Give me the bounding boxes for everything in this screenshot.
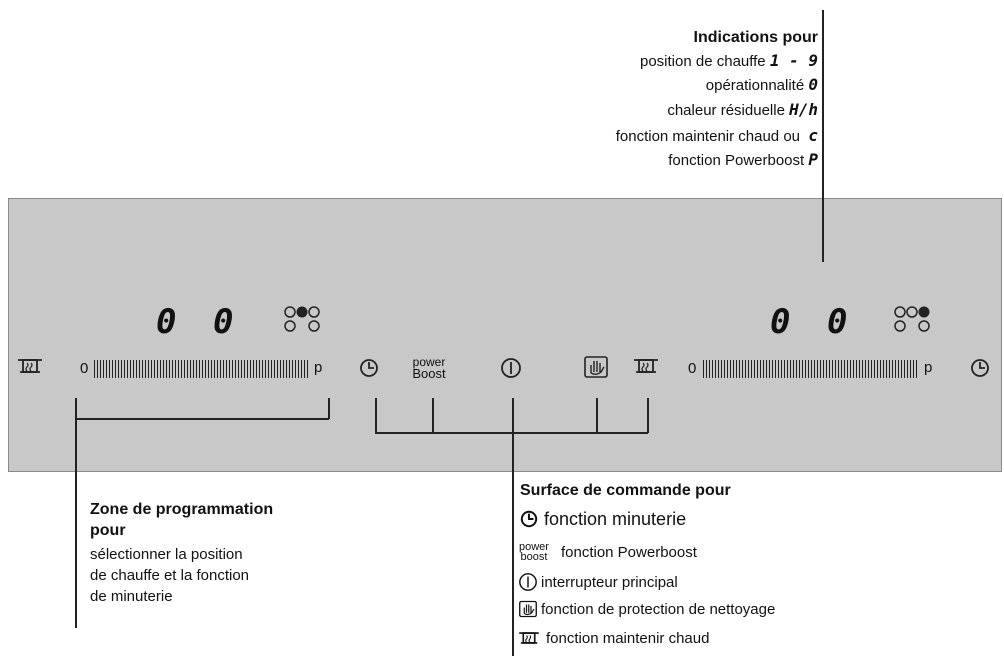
power-label: power <box>412 355 446 369</box>
surface-item-text: fonction maintenir chaud <box>546 629 710 647</box>
power-switch-icon[interactable] <box>500 357 522 379</box>
surface-bracket-tick-5 <box>647 398 649 433</box>
indication-powerboost: fonction Powerboost P <box>668 150 818 169</box>
left-display: 0 0 <box>156 302 242 342</box>
boost-label: Boost <box>412 366 446 381</box>
left-slider[interactable] <box>94 360 310 378</box>
keep-warm-center-icon[interactable] <box>632 355 660 377</box>
indication-keep-warm: fonction maintenir chaud ou c <box>615 126 818 145</box>
indication-glyph: 0 <box>808 75 818 94</box>
surface-item-timer: fonction minuterie <box>520 508 686 530</box>
indication-glyph: H/h <box>789 100 818 119</box>
surface-bracket-tick-4 <box>596 398 598 433</box>
right-slider-max-label: p <box>924 359 933 376</box>
indication-operational: opérationnalité 0 <box>705 75 818 94</box>
surface-item-text: fonction minuterie <box>544 508 687 529</box>
indication-heat-position: position de chauffe 1 - 9 <box>640 51 818 70</box>
indication-glyph: 1 - 9 <box>769 51 818 70</box>
surface-item-text: fonction Powerboost <box>560 543 697 561</box>
control-panel <box>8 198 1002 472</box>
surface-bracket-tick-3 <box>512 398 514 433</box>
surface-bracket-tick-1 <box>375 398 377 433</box>
right-slider[interactable] <box>703 360 919 378</box>
clock-icon <box>520 510 538 528</box>
surface-item-powerboost: power boost fonction Powerboost <box>519 540 697 564</box>
surface-item-text: fonction de protection de nettoyage <box>541 600 776 618</box>
keep-warm-icon <box>519 632 539 644</box>
keep-warm-left-icon[interactable] <box>16 355 44 377</box>
powerboost-icon: power boost <box>519 541 549 563</box>
surface-bracket-horizontal <box>375 432 648 434</box>
powerboost-button[interactable]: power Boost <box>404 356 454 380</box>
left-slider-max-label: p <box>314 359 323 376</box>
left-slider-min-label: 0 <box>80 360 89 377</box>
wipe-protection-icon[interactable] <box>583 355 609 379</box>
surface-bracket-stem <box>512 432 514 656</box>
indications-title: Indications pour <box>693 29 818 46</box>
timer-clock-right-icon[interactable] <box>970 358 990 378</box>
timer-clock-icon[interactable] <box>359 358 379 378</box>
indications-leader-line-panel <box>822 198 824 262</box>
surface-item-text: interrupteur principal <box>541 573 678 591</box>
surface-item-wipe-protection: fonction de protection de nettoyage <box>518 598 775 620</box>
surface-callout-title: Surface de commande pour <box>520 482 731 499</box>
indication-glyph: c <box>808 126 818 145</box>
surface-item-keep-warm: fonction maintenir chaud <box>517 627 709 649</box>
zone-indicator-left-icon <box>284 306 320 332</box>
surface-bracket-tick-2 <box>432 398 434 433</box>
surface-item-main-switch: interrupteur principal <box>518 571 678 593</box>
right-slider-min-label: 0 <box>688 360 697 377</box>
zone-callout-title: Zone de programmation pour <box>90 501 274 539</box>
hand-wipe-icon <box>519 600 537 618</box>
zone-indicator-right-icon <box>894 306 930 332</box>
zone-bracket-left-stem <box>75 398 77 628</box>
zone-bracket-right-tick <box>328 398 330 419</box>
power-switch-legend-icon <box>519 573 537 591</box>
zone-callout-text: sélectionner la position de chauffe et l… <box>90 546 250 605</box>
indication-residual-heat: chaleur résiduelle H/h <box>667 100 818 119</box>
zone-bracket-horizontal <box>75 418 329 420</box>
indication-glyph: P <box>808 150 818 169</box>
indications-leader-line <box>822 10 824 262</box>
right-display: 0 0 <box>770 302 856 342</box>
